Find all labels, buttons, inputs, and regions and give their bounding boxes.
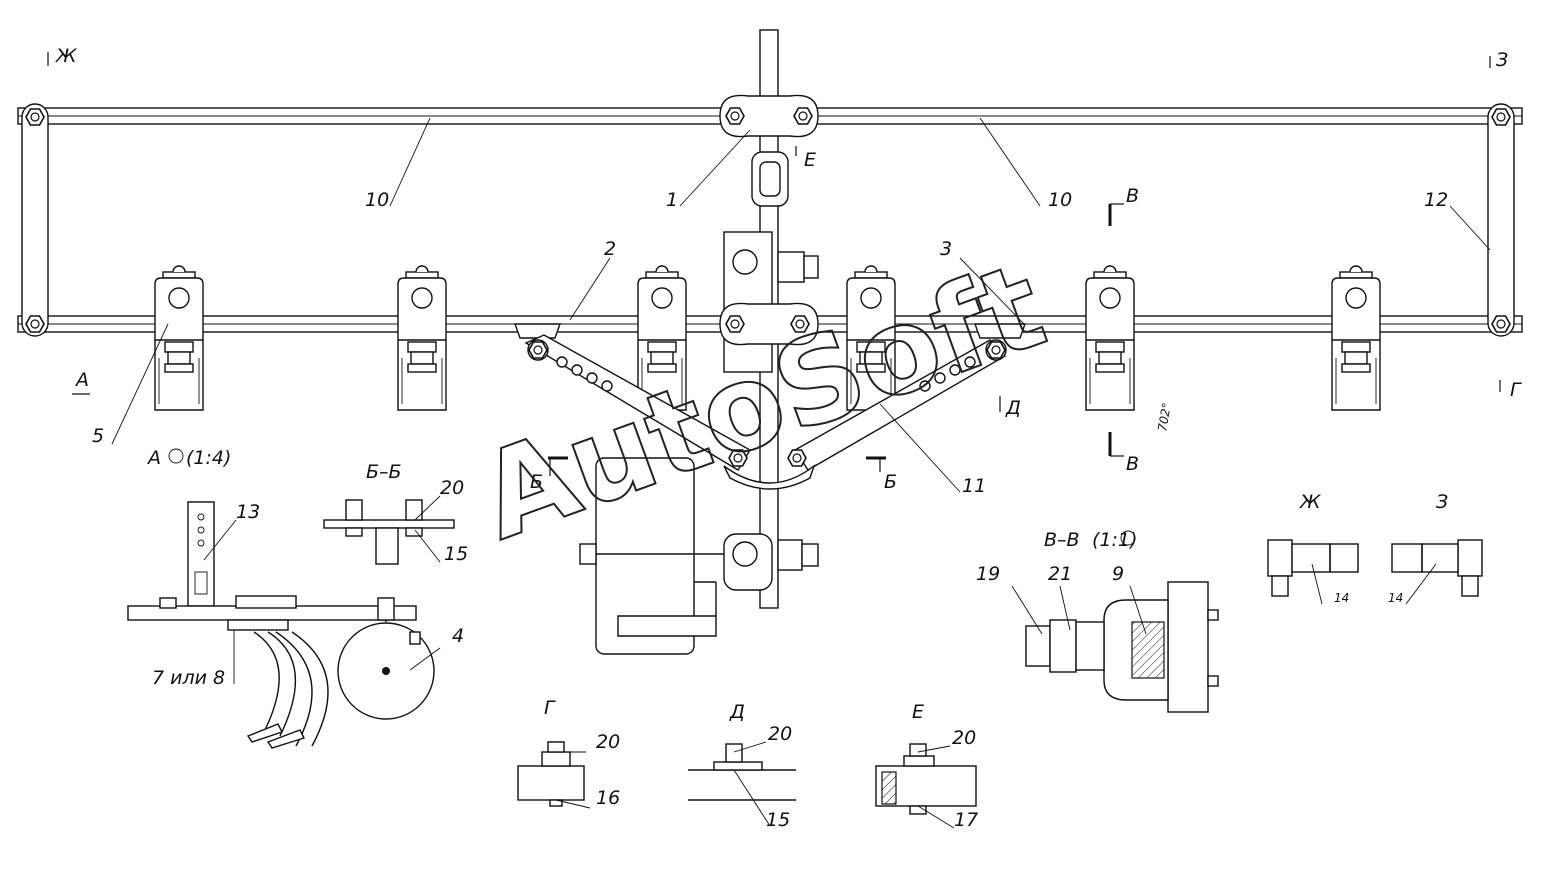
view-d-title: Д xyxy=(729,701,745,723)
diagonal-braces xyxy=(514,323,1026,490)
callout-2: 2 xyxy=(604,238,616,260)
right-end-link xyxy=(1487,103,1515,337)
view-arrow-zh: Ж xyxy=(55,45,78,67)
leader-lines xyxy=(111,117,1491,829)
detail-a-label: А xyxy=(146,447,161,469)
callout-5: 5 xyxy=(92,425,104,447)
callout-4: 4 xyxy=(452,625,464,647)
callout-20-bb: 20 xyxy=(440,477,464,499)
view-e-title: Е xyxy=(912,701,924,723)
views-g-d-e xyxy=(517,741,977,815)
section-v-top: В xyxy=(1126,185,1139,207)
section-v-bottom: В xyxy=(1126,453,1139,475)
callout-16: 16 xyxy=(596,787,620,809)
frame-nut-icon xyxy=(1491,315,1511,333)
view-g-title: Г xyxy=(544,697,556,719)
callout-14-z: 14 xyxy=(1388,591,1403,605)
callout-7-or-8: 7 или 8 xyxy=(152,667,225,689)
rod-bracket xyxy=(1085,265,1135,411)
frame-nut-icon xyxy=(1491,108,1511,126)
section-vv xyxy=(1025,581,1219,713)
lower-body xyxy=(579,457,819,655)
callout-15-bb: 15 xyxy=(444,543,468,565)
top-clamp-plate xyxy=(719,94,819,138)
callout-10-right: 10 xyxy=(1048,189,1072,211)
callout-12: 12 xyxy=(1424,189,1448,211)
view-arrow-z: З xyxy=(1496,49,1508,71)
central-mast xyxy=(719,29,819,609)
callout-13: 13 xyxy=(236,501,260,523)
callout-20-d: 20 xyxy=(768,723,792,745)
section-b-left: Б xyxy=(530,471,543,493)
section-bb xyxy=(323,499,455,565)
view-zh-z xyxy=(1267,539,1483,597)
detail-a-scale: (1:4) xyxy=(186,447,231,469)
callout-1: 1 xyxy=(666,189,678,211)
callout-11: 11 xyxy=(962,475,986,497)
callout-20-g: 20 xyxy=(596,731,620,753)
view-arrow-d: Д xyxy=(1005,397,1021,419)
rod-bracket xyxy=(1331,265,1381,411)
section-vv-title: В–В xyxy=(1044,529,1080,551)
rotated-note: 702° xyxy=(1155,402,1174,433)
view-arrow-g: Г xyxy=(1510,379,1522,401)
view-arrow-a: А xyxy=(74,369,89,391)
section-bb-title: Б–Б xyxy=(366,461,402,483)
view-zh-title: Ж xyxy=(1299,491,1322,513)
callout-17: 17 xyxy=(954,809,978,831)
callout-21: 21 xyxy=(1048,563,1072,585)
frame-nut-icon xyxy=(25,315,45,333)
lower-clamp-plate xyxy=(719,302,819,346)
section-vv-scale: (1:1) xyxy=(1092,529,1137,551)
frame-nut-icon xyxy=(25,108,45,126)
callout-3: 3 xyxy=(940,238,952,260)
callout-10-left: 10 xyxy=(365,189,389,211)
callout-14-zh: 14 xyxy=(1334,591,1349,605)
view-labels: Ж З Е Д А Г В В Б Б А (1:4) Б–Б В–В (1:1… xyxy=(55,45,1522,723)
section-b-right: Б xyxy=(884,471,897,493)
rod-bracket xyxy=(397,265,447,411)
section-markers xyxy=(47,52,1501,546)
view-z-title: З xyxy=(1436,491,1448,513)
callout-15-d: 15 xyxy=(766,809,790,831)
callout-20-e: 20 xyxy=(952,727,976,749)
rod-bracket xyxy=(154,265,204,411)
detail-a-assembly xyxy=(127,501,435,749)
callout-19: 19 xyxy=(976,563,1000,585)
callout-9: 9 xyxy=(1112,563,1124,585)
left-end-link xyxy=(21,103,49,337)
callout-labels: 10 1 10 12 2 3 5 11 13 4 7 или 8 20 15 1… xyxy=(92,189,1448,831)
view-arrow-e: Е xyxy=(804,149,816,171)
